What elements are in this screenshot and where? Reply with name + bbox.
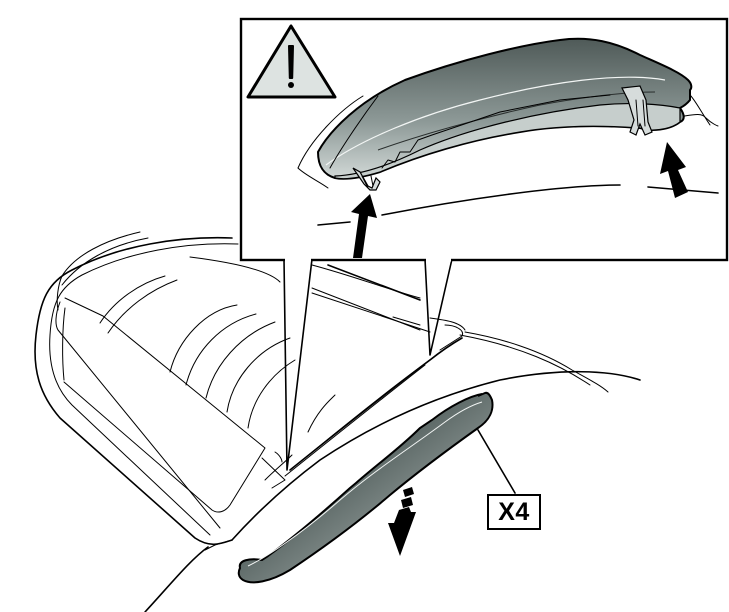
vehicle-roof-drawing: [34, 231, 641, 612]
push-up-arrow-right-icon: [660, 142, 688, 198]
warning-triangle-icon: [246, 24, 337, 99]
callout-wedges: [283, 258, 453, 471]
roof-trim-cover-part: [237, 391, 516, 584]
push-up-arrow-left-icon: [351, 194, 377, 258]
detail-inset: [239, 17, 729, 262]
part-callout-label: X4: [487, 494, 541, 530]
clip-left: [352, 167, 381, 191]
clip-right: [621, 85, 653, 136]
remove-down-arrow-icon: [388, 487, 416, 556]
